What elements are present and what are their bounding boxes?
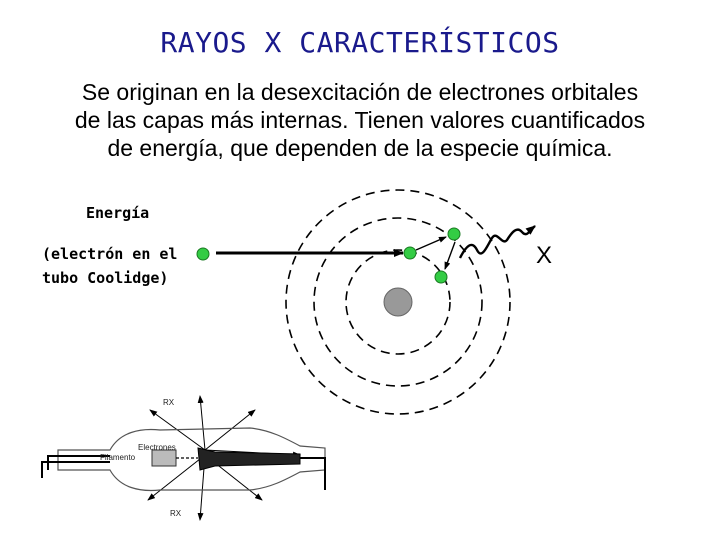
- incoming-electron: [196, 247, 210, 261]
- rx-ray-up-right: [204, 409, 256, 451]
- tube-left-lead-lower: [41, 461, 110, 478]
- energy-label: Energía: [86, 204, 150, 222]
- orbit-middle: [313, 217, 483, 387]
- orbit-outer: [285, 189, 511, 415]
- tube-label-filament: Filamento: [100, 453, 136, 462]
- description-line-1: Se originan en la desexcitación de elect…: [81, 79, 639, 105]
- electron-label: (electrón en el tubo Coolidge): [42, 242, 177, 290]
- electron-label-line-1: (electrón en el: [42, 245, 178, 263]
- tube-label-electrons: Electrones: [138, 443, 176, 452]
- tube-left-lead: [47, 455, 110, 470]
- description-text: Se originan en la desexcitación de elect…: [30, 78, 690, 162]
- rx-ray-down-left: [147, 454, 206, 501]
- tube-label-rx-top: RX: [163, 398, 175, 407]
- rx-ray-up: [197, 395, 206, 451]
- tube-right-lead: [300, 457, 326, 490]
- slide-title: RAYOS X CARACTERÍSTICOS: [160, 26, 560, 59]
- xray-photon-wave: [458, 225, 536, 259]
- ejection-arrow: [415, 236, 447, 251]
- electron-label-line-2: tubo Coolidge): [42, 269, 169, 287]
- tube-anode: [197, 447, 301, 471]
- coolidge-tube: RX RX Electrones Filamento: [41, 395, 326, 521]
- inner-shell-electron: [403, 246, 417, 260]
- ejected-electron: [447, 227, 461, 241]
- tube-cathode: [151, 449, 177, 467]
- transition-arrow: [444, 241, 456, 270]
- transition-electron: [434, 270, 448, 284]
- xray-label: X: [536, 242, 553, 269]
- description-line-3: de energía, que dependen de la especie q…: [107, 135, 613, 161]
- description-line-2: de las capas más internas. Tienen valore…: [74, 107, 646, 133]
- nucleus: [383, 287, 413, 317]
- tube-label-rx-bottom: RX: [170, 509, 182, 518]
